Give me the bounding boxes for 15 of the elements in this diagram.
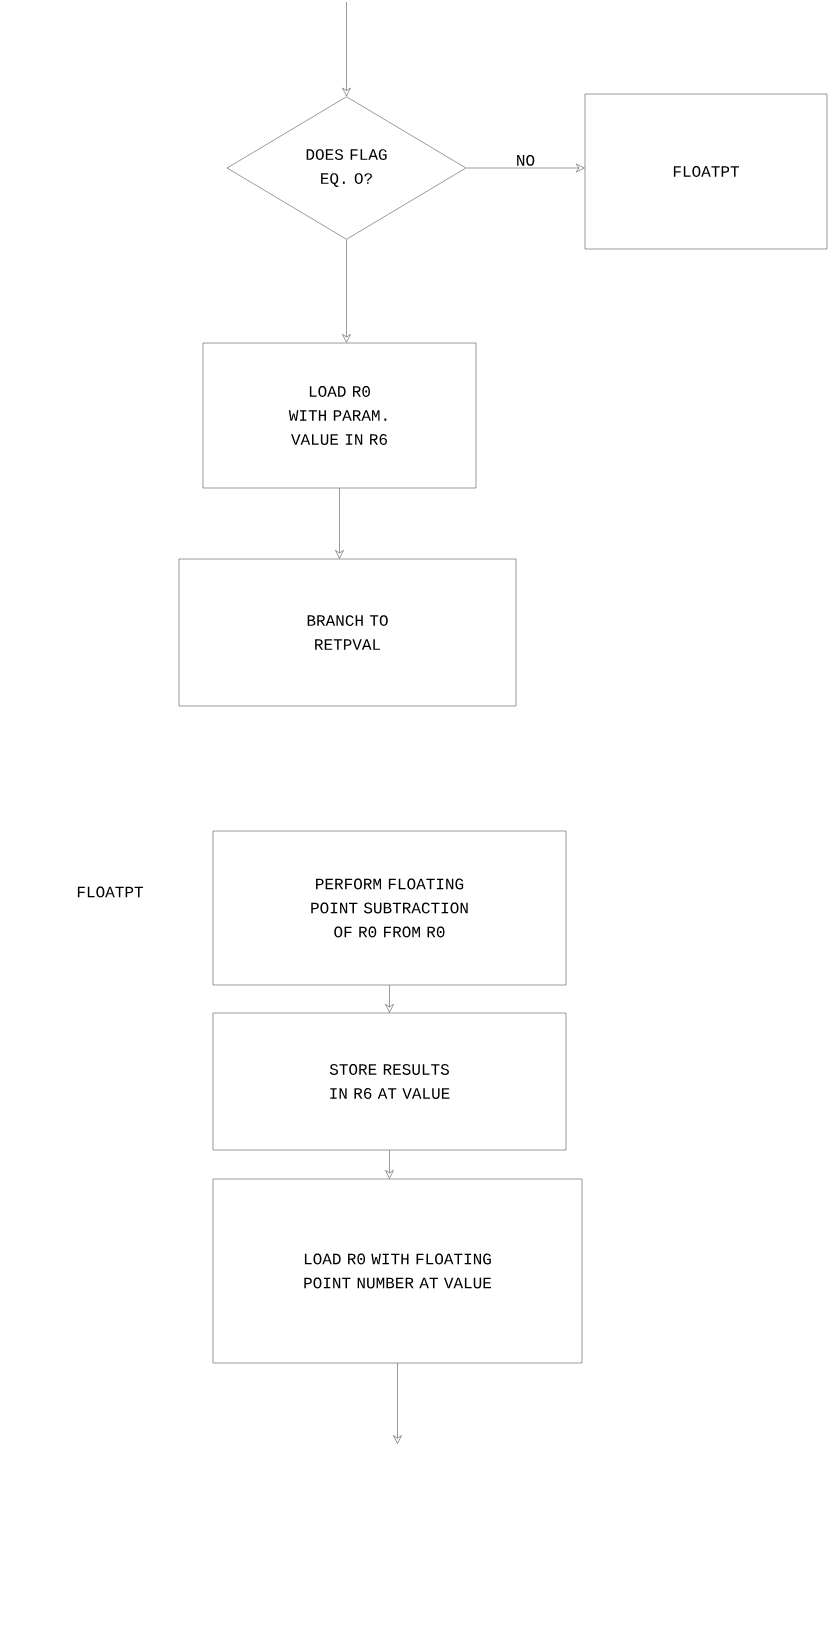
- process-box: PERFORM FLOATING POINT SUBTRACTION OF R0 FROM R0: [212, 830, 567, 986]
- process-box: LOAD R0 WITH FLOATING POINT NUMBER AT VALUE: [212, 1178, 583, 1364]
- process-box: BRANCH TO RETPVAL: [178, 558, 517, 707]
- arrow: [385, 985, 394, 1013]
- edge-label: NO: [514, 153, 537, 167]
- process-box: STORE RESULTS IN R6 AT VALUE: [212, 1012, 567, 1151]
- arrow: [342, 239, 351, 343]
- arrow: [466, 163, 585, 173]
- arrow: [393, 1363, 402, 1444]
- arrow: [335, 488, 344, 559]
- arrow: [385, 1150, 394, 1179]
- entry-label: FLOATPT: [77, 886, 143, 898]
- process-box: LOAD R0 WITH PARAM. VALUE IN R6: [202, 342, 477, 489]
- process-box: FLOATPT: [584, 93, 828, 250]
- arrow: [342, 1, 351, 97]
